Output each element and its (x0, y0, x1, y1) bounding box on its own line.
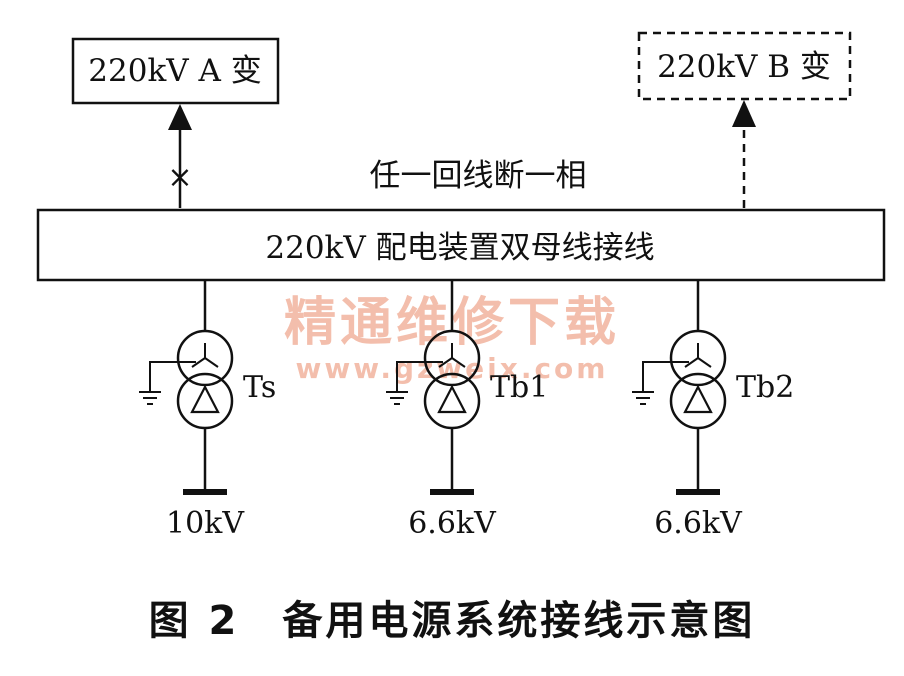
station-b-label: 220kV B 变 (657, 49, 831, 85)
lv-bus-bar (430, 489, 474, 495)
winding-circle (176, 372, 234, 430)
wye-icon (438, 343, 466, 368)
ground-icon (632, 391, 654, 405)
fault-marker: × (167, 160, 192, 195)
transformer-1: Ts 10kV (139, 280, 276, 541)
line-to-station-a: × (167, 104, 193, 208)
transformer-voltage: 6.6kV (408, 506, 497, 541)
neutral-line (149, 361, 196, 392)
transformer-3: Tb2 6.6kV (632, 280, 794, 541)
neutral-line (642, 361, 689, 392)
transformer-voltage: 6.6kV (654, 506, 743, 541)
ground-icon (386, 391, 408, 405)
transformer-name: Ts (243, 370, 276, 405)
lv-bus-bar (676, 489, 720, 495)
line-to-station-b (732, 100, 756, 208)
ground-icon (139, 391, 161, 405)
wye-icon (191, 343, 219, 368)
transformers: Ts 10kV Tb1 6.6kV Tb2 6.6kV (139, 280, 794, 541)
neutral-line (396, 361, 443, 392)
figure-caption: 图 2 备用电源系统接线示意图 (149, 598, 756, 644)
transformer-voltage: 10kV (166, 506, 245, 541)
transformer-name: Tb2 (736, 370, 794, 405)
transformer-name: Tb1 (490, 370, 548, 405)
transformer-2: Tb1 6.6kV (386, 280, 548, 541)
arrow-up-icon (168, 104, 192, 130)
station-a: 220kV A 变 (71, 37, 280, 105)
station-b: 220kV B 变 (637, 31, 852, 101)
wye-icon (684, 343, 712, 368)
lv-bus-bar (183, 489, 227, 495)
delta-icon (683, 384, 713, 414)
watermark-title: 精通维修下载 (284, 293, 620, 353)
winding-circle (669, 372, 727, 430)
station-a-label: 220kV A 变 (88, 53, 261, 89)
busbar-label: 220kV 配电装置双母线接线 (265, 230, 654, 266)
busbar: 220kV 配电装置双母线接线 (36, 208, 886, 282)
delta-icon (437, 384, 467, 414)
delta-icon (190, 384, 220, 414)
watermark-url: www.gzweix.com (296, 352, 609, 385)
arrow-up-icon (732, 100, 756, 127)
fault-label: 任一回线断一相 (370, 158, 587, 194)
watermark: 精通维修下载 www.gzweix.com (284, 293, 620, 385)
